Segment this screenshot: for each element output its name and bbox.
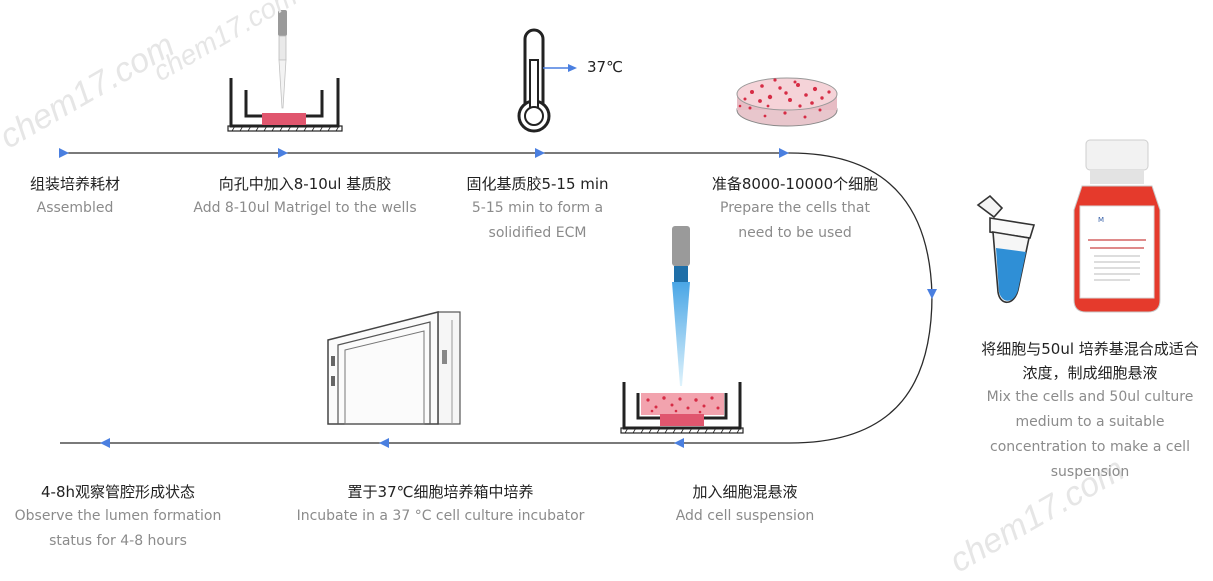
step-description: Incubate in a 37 °C cell culture incubat… (296, 508, 585, 524)
pipette-icon (278, 10, 287, 109)
dispensing-pipette-icon (672, 226, 690, 386)
thermometer-icon (517, 28, 577, 133)
svg-text:M: M (1098, 216, 1104, 224)
arrow-marker (100, 438, 110, 448)
step-description: 5-15 min to form a solidified ECM (471, 200, 604, 241)
step-title: 4-8h观察管腔形成状态 (40, 483, 195, 501)
step-title: 置于37℃细胞培养箱中培养 (347, 483, 534, 501)
step-description: Add cell suspension (675, 508, 815, 524)
step-title: 组装培养耗材 (29, 175, 120, 193)
arrow-marker (927, 289, 937, 299)
step-title: 向孔中加入8-10ul 基质胶 (218, 175, 392, 193)
arrow-marker (535, 148, 545, 158)
step-description: Add 8-10ul Matrigel to the wells (193, 200, 417, 216)
step-description: Observe the lumen formation status for 4… (14, 508, 222, 549)
step-title: 将细胞与50ul 培养基混合成适合浓度，制成细胞悬液 (981, 340, 1199, 382)
petri-dish-icon (736, 77, 838, 127)
flow-arrows (59, 148, 937, 448)
arrow-marker (278, 148, 288, 158)
medium-bottle-icon: M (1073, 139, 1161, 313)
step-incubate: 置于37℃细胞培养箱中培养 Incubate in a 37 °C cell c… (258, 480, 623, 529)
step-title: 准备8000-10000个细胞 (711, 175, 879, 193)
step-observe-lumen: 4-8h观察管腔形成状态 Observe the lumen formation… (0, 480, 236, 554)
arrow-marker (59, 148, 69, 158)
step-title: 固化基质胶5-15 min (466, 175, 609, 193)
culture-well-icon (227, 78, 343, 132)
step-assembled: 组装培养耗材 Assembled (0, 172, 150, 221)
step-title: 加入细胞混悬液 (692, 483, 798, 501)
arrow-marker (779, 148, 789, 158)
step-description: Assembled (36, 200, 114, 216)
step-description: Mix the cells and 50ul culture medium to… (986, 389, 1194, 480)
step-mix-cells: 将细胞与50ul 培养基混合成适合浓度，制成细胞悬液 Mix the cells… (975, 337, 1205, 485)
arrow-marker (674, 438, 684, 448)
step-solidify-matrigel: 固化基质胶5-15 min 5-15 min to form a solidif… (440, 172, 635, 246)
step-add-matrigel: 向孔中加入8-10ul 基质胶 Add 8-10ul Matrigel to t… (170, 172, 440, 221)
incubator-icon (327, 311, 461, 425)
step-add-suspension: 加入细胞混悬液 Add cell suspension (645, 480, 845, 529)
well-with-cells-icon (620, 382, 744, 434)
arrow-marker (379, 438, 389, 448)
microtube-icon (976, 194, 1036, 304)
temperature-label: 37℃ (587, 58, 623, 76)
step-prepare-cells: 准备8000-10000个细胞 Prepare the cells that n… (695, 172, 895, 246)
step-description: Prepare the cells that need to be used (720, 200, 870, 241)
